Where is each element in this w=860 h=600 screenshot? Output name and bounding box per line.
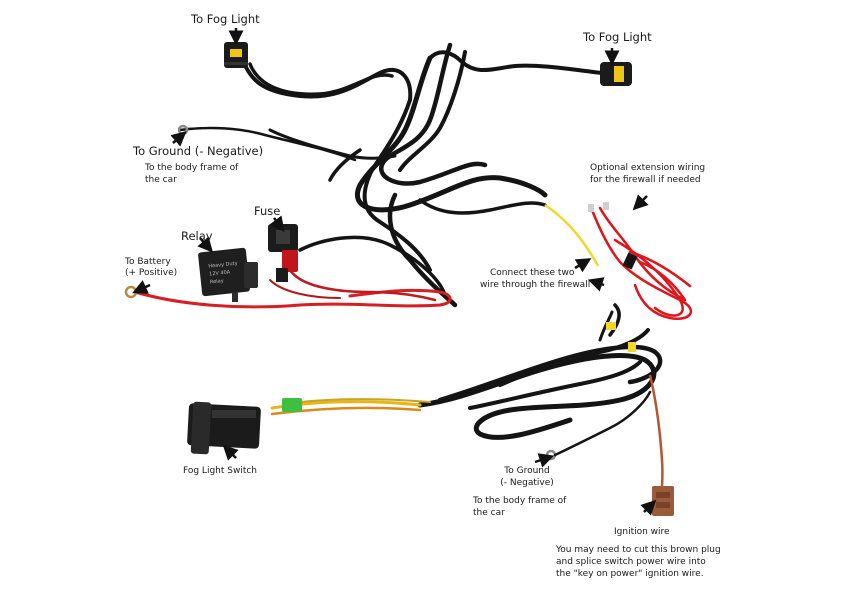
relay-text-1: Heavy Duty	[208, 261, 238, 270]
ground-bottom-label-1: To Ground	[504, 466, 550, 476]
fog-light-right-label: To Fog Light	[583, 30, 652, 44]
switch-label: Fog Light Switch	[183, 466, 258, 476]
firewall-label-1: Connect these two	[490, 268, 575, 278]
brown-plug-icon	[652, 486, 674, 516]
ignition-note-2: and splice switch power wire into	[556, 557, 706, 567]
extension-label-2: for the firewall if needed	[590, 175, 701, 185]
yellow-connector	[606, 322, 616, 330]
fog-light-switch-icon	[187, 401, 261, 455]
ignition-note-1: You may need to cut this brown plug	[556, 545, 721, 555]
ground-bottom-label-2: (- Negative)	[500, 478, 554, 488]
relay-icon: Heavy Duty 12V 40A Relay	[198, 247, 258, 302]
power-wire	[133, 268, 452, 309]
extension-wire	[588, 202, 693, 321]
relay-text-3: Relay	[210, 278, 224, 285]
firewall-tap-wire	[544, 203, 600, 267]
firewall-label-2: wire through the firewall	[480, 280, 591, 290]
yellow-connector	[628, 342, 636, 352]
main-harness	[178, 42, 604, 308]
battery-label-1: To Battery	[125, 257, 171, 267]
extension-label-1: Optional extension wiring	[590, 163, 706, 173]
battery-label-2: (+ Positive)	[125, 268, 178, 278]
ignition-label: Ignition wire	[614, 527, 670, 537]
fuse-label: Fuse	[254, 204, 281, 218]
arrow-icon	[132, 28, 657, 516]
switch-harness	[417, 303, 663, 457]
relay-text-2: 12V 40A	[209, 269, 231, 277]
green-connector	[282, 398, 302, 412]
ground-top-title: To Ground (- Negative)	[133, 144, 264, 158]
fog-light-plug-icon	[224, 42, 248, 68]
relay-label: Relay	[181, 229, 213, 243]
ground-top-desc-1: To the body frame of	[145, 163, 239, 173]
ground-top-desc-2: the car	[145, 175, 177, 185]
ground-bottom-desc-2: the car	[473, 508, 505, 518]
ignition-note-3: the "key on power" ignition wire.	[556, 569, 704, 579]
ignition-wire	[648, 374, 664, 489]
fog-light-left-label: To Fog Light	[191, 12, 260, 26]
fuse-holder-icon	[268, 224, 298, 282]
fog-light-plug-icon	[600, 62, 632, 86]
ground-bottom-desc-1: To the body frame of	[473, 496, 567, 506]
